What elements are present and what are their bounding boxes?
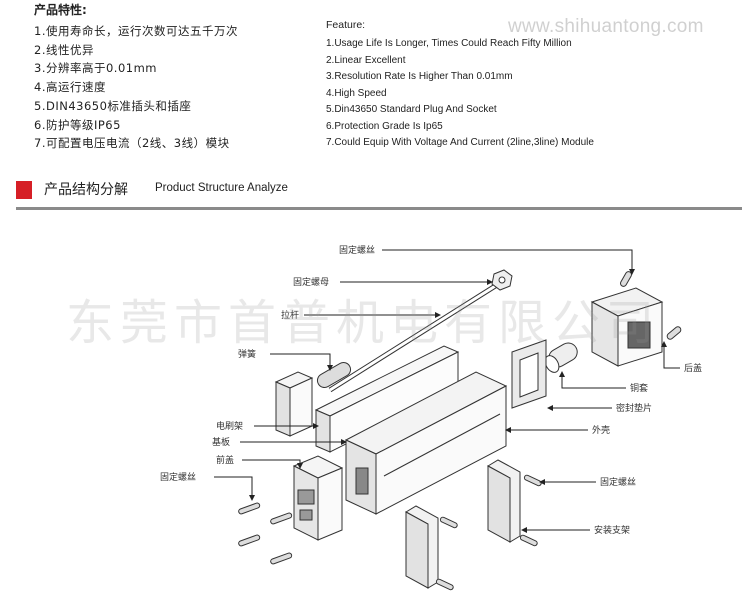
features-en: Feature: 1.Usage Life Is Longer, Times C… — [326, 18, 746, 152]
watermark-company: 东莞市首普机电有限公司 — [66, 295, 661, 351]
label-base-plate: 基板 — [212, 436, 230, 448]
rear-cover-part — [590, 287, 664, 367]
label-rod: 拉杆 — [281, 309, 299, 321]
feature-en-item: 7.Could Equip With Voltage And Current (… — [326, 137, 594, 148]
housing-part — [344, 371, 508, 515]
label-screw-front: 固定螺丝 — [160, 471, 196, 483]
label-brush-holder: 电刷架 — [216, 420, 243, 432]
label-housing: 外壳 — [592, 424, 610, 436]
feature-zh-item: 1.使用寿命长，运行次数可达五千万次 — [34, 24, 238, 38]
section-header: 产品结构分解 Product Structure Analyze — [16, 173, 742, 213]
screw-icon — [439, 516, 458, 529]
section-divider — [16, 207, 742, 210]
label-copper-sleeve: 铜套 — [630, 382, 648, 394]
feature-zh-item: 2.线性优异 — [34, 42, 94, 57]
label-screw-top: 固定螺丝 — [339, 244, 375, 256]
feature-zh-item: 6.防护等级IP65 — [34, 117, 121, 132]
screw-icon — [270, 552, 293, 565]
feature-en-item: 1.Usage Life Is Longer, Times Could Reac… — [326, 38, 572, 49]
bracket-part — [404, 505, 439, 589]
screw-icon — [519, 534, 538, 547]
feature-en-item: 2.Linear Excellent — [326, 54, 406, 66]
screw-icon — [666, 326, 682, 340]
label-gasket: 密封垫片 — [616, 402, 652, 414]
section-title-zh: 产品结构分解 — [44, 182, 128, 198]
screw-icon — [238, 502, 261, 515]
label-rear-cover: 后盖 — [684, 362, 702, 374]
feature-en-item: 6.Protection Grade Is Ip65 — [326, 120, 443, 132]
copper-sleeve-part — [544, 342, 578, 373]
gasket-part — [511, 339, 547, 409]
label-spring: 弹簧 — [238, 348, 256, 360]
feature-zh-item: 5.DIN43650标准插头和插座 — [34, 98, 192, 113]
label-front-cover: 前盖 — [216, 454, 234, 466]
screw-icon — [523, 474, 542, 487]
label-nut: 固定螺母 — [293, 276, 329, 288]
feature-zh-item: 7.可配置电压电流（2线、3线）模块 — [34, 136, 230, 151]
feature-zh-item: 4.高运行速度 — [34, 80, 106, 95]
section-accent-bar — [16, 181, 32, 199]
features-zh-title: 产品特性: — [34, 3, 87, 17]
exploded-diagram: 固定螺丝 固定螺母 拉杆 弹簧 电刷架 基板 前盖 固定螺丝 后盖 铜套 密封垫… — [160, 244, 702, 591]
feature-zh-item: 3.分辨率高于0.01mm — [34, 61, 157, 76]
watermark-url: www.shihuantong.com — [508, 16, 704, 37]
screw-icon — [435, 578, 454, 591]
bracket-part — [486, 459, 521, 543]
section-title-en: Product Structure Analyze — [155, 182, 288, 194]
features-en-title: Feature: — [326, 19, 366, 31]
base-plate-part — [314, 345, 460, 453]
feature-en-item: 5.Din43650 Standard Plug And Socket — [326, 104, 497, 115]
rod-part — [328, 280, 502, 393]
front-cover-part — [292, 455, 344, 541]
feature-en-item: 3.Resolution Rate Is Higher Than 0.01mm — [326, 71, 513, 82]
brush-holder-part — [274, 371, 314, 437]
feature-en-item: 4.High Speed — [326, 87, 387, 99]
label-bracket: 安装支架 — [594, 524, 630, 536]
screw-icon — [238, 534, 261, 547]
features-zh: 产品特性: 1.使用寿命长，运行次数可达五千万次 2.线性优异 3.分辨率高于0… — [34, 2, 314, 153]
screw-icon — [270, 512, 293, 525]
label-screw-bracket: 固定螺丝 — [600, 476, 636, 488]
